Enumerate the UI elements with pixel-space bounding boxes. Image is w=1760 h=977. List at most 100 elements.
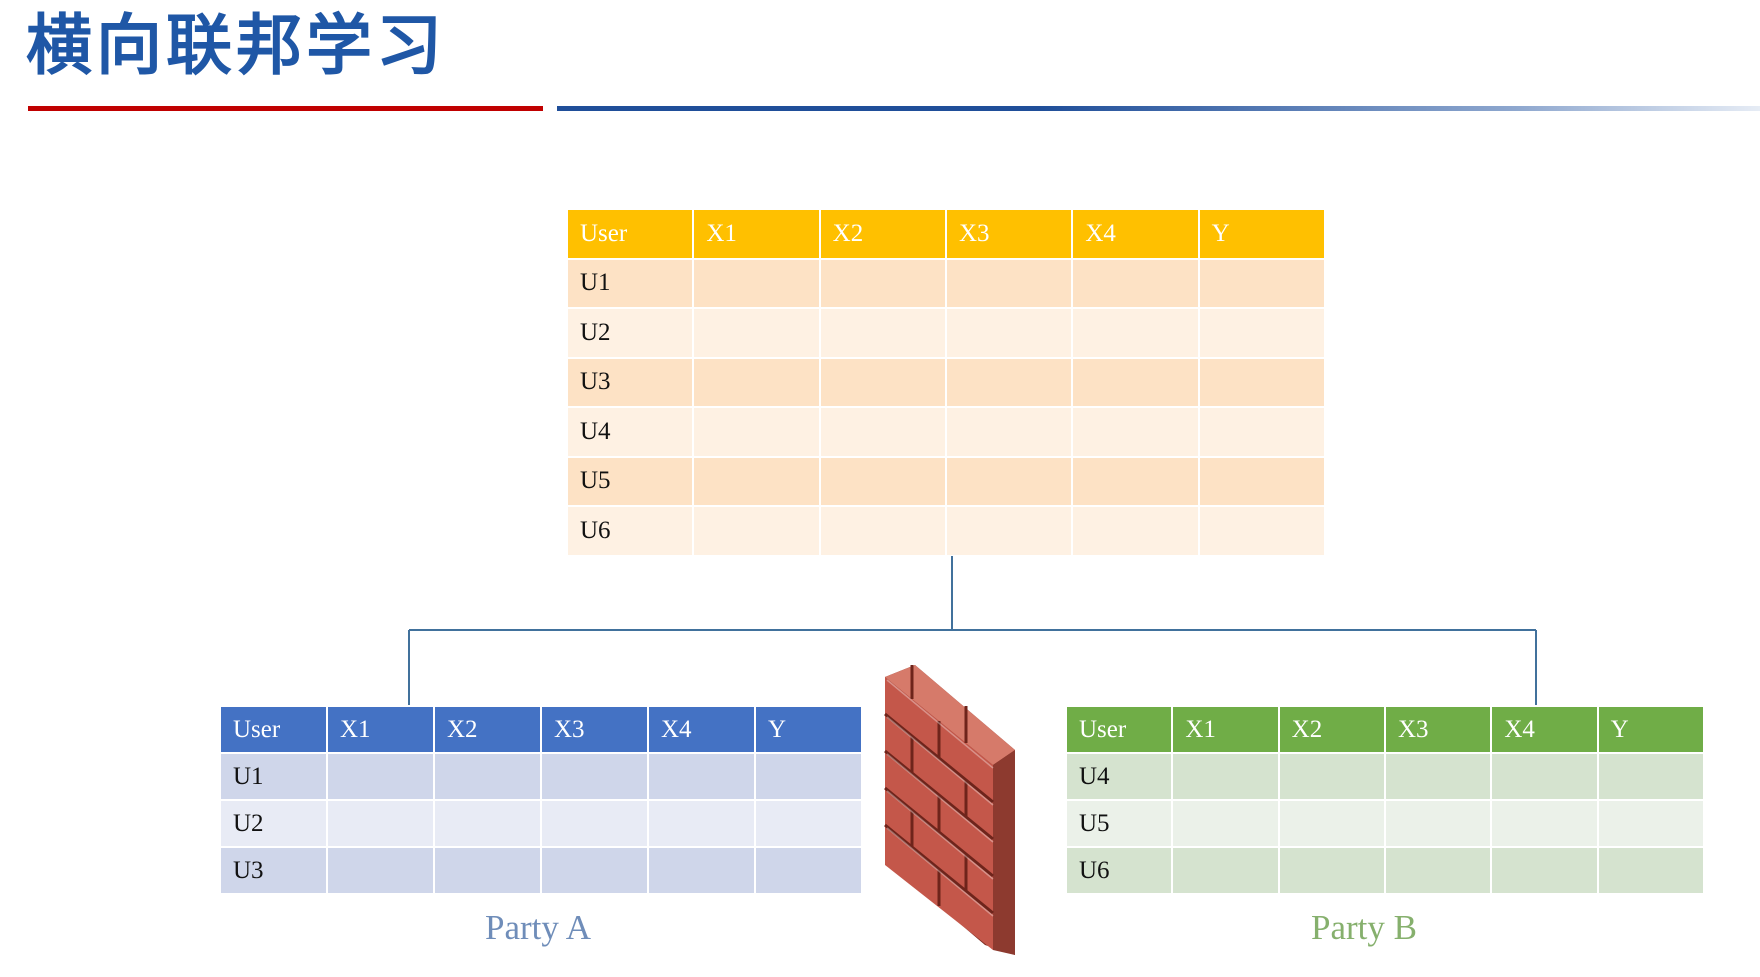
data-cell bbox=[435, 848, 540, 893]
data-cell bbox=[1173, 848, 1278, 893]
data-cell bbox=[1598, 801, 1703, 846]
data-cell bbox=[946, 507, 1072, 555]
user-id-cell: U3 bbox=[221, 848, 326, 893]
data-cell bbox=[1073, 259, 1198, 307]
data-cell bbox=[820, 259, 945, 307]
party-a-label: Party A bbox=[485, 908, 591, 947]
data-cell bbox=[1073, 507, 1198, 555]
column-header-x3: X3 bbox=[542, 707, 647, 752]
table-row: U6 bbox=[568, 507, 1324, 555]
user-id-cell: U5 bbox=[1067, 801, 1172, 846]
data-cell bbox=[946, 408, 1072, 456]
column-header-x2: X2 bbox=[435, 707, 540, 752]
data-cell bbox=[820, 309, 945, 357]
column-header-x4: X4 bbox=[1492, 707, 1597, 752]
data-cell bbox=[1073, 457, 1198, 505]
data-cell bbox=[1173, 801, 1278, 846]
user-id-cell: U6 bbox=[1067, 848, 1172, 893]
table-row: U3 bbox=[568, 358, 1324, 406]
data-cell bbox=[1199, 408, 1324, 456]
data-cell bbox=[1492, 848, 1597, 893]
data-cell bbox=[542, 848, 647, 893]
data-cell bbox=[1199, 457, 1324, 505]
data-cell bbox=[946, 457, 1072, 505]
table-row: U3 bbox=[221, 848, 861, 893]
table-header-row: User X1 X2 X3 X4 Y bbox=[568, 210, 1324, 258]
table-row: U5 bbox=[1067, 801, 1703, 846]
data-cell bbox=[1073, 309, 1198, 357]
data-cell bbox=[1073, 358, 1198, 406]
user-id-cell: U5 bbox=[568, 457, 693, 505]
data-cell bbox=[694, 507, 819, 555]
column-header-x1: X1 bbox=[1173, 707, 1278, 752]
data-cell bbox=[1598, 848, 1703, 893]
data-cell bbox=[542, 754, 647, 799]
data-cell bbox=[820, 507, 945, 555]
table-row: U4 bbox=[568, 408, 1324, 456]
data-cell bbox=[542, 801, 647, 846]
table-row: U2 bbox=[568, 309, 1324, 357]
brick-wall-icon bbox=[884, 665, 1015, 955]
data-cell bbox=[820, 358, 945, 406]
data-cell bbox=[820, 457, 945, 505]
column-header-x4: X4 bbox=[649, 707, 754, 752]
data-cell bbox=[946, 259, 1072, 307]
data-cell bbox=[328, 848, 433, 893]
data-cell bbox=[756, 754, 861, 799]
table-row: U2 bbox=[221, 801, 861, 846]
column-header-x1: X1 bbox=[328, 707, 433, 752]
table-row: U6 bbox=[1067, 848, 1703, 893]
party-b-label: Party B bbox=[1311, 908, 1417, 947]
data-cell bbox=[328, 754, 433, 799]
user-id-cell: U4 bbox=[1067, 754, 1172, 799]
column-header-user: User bbox=[221, 707, 326, 752]
column-header-x2: X2 bbox=[820, 210, 945, 258]
column-header-y: Y bbox=[756, 707, 861, 752]
data-cell bbox=[435, 754, 540, 799]
data-cell bbox=[1385, 848, 1491, 893]
data-cell bbox=[649, 754, 754, 799]
data-cell bbox=[946, 309, 1072, 357]
data-cell bbox=[820, 408, 945, 456]
data-cell bbox=[649, 801, 754, 846]
title-divider-red bbox=[28, 106, 543, 111]
data-cell bbox=[435, 801, 540, 846]
user-id-cell: U2 bbox=[221, 801, 326, 846]
page-title: 横向联邦学习 bbox=[26, 7, 446, 84]
data-cell bbox=[1199, 309, 1324, 357]
table-row: U1 bbox=[568, 259, 1324, 307]
data-cell bbox=[1279, 848, 1384, 893]
data-cell bbox=[1199, 358, 1324, 406]
data-cell bbox=[694, 259, 819, 307]
combined-data-table: User X1 X2 X3 X4 Y U1 U2 U3 U4 U5 U6 bbox=[566, 208, 1326, 557]
data-cell bbox=[1279, 801, 1384, 846]
data-cell bbox=[1598, 754, 1703, 799]
data-cell bbox=[1492, 754, 1597, 799]
data-cell bbox=[1199, 259, 1324, 307]
data-cell bbox=[1385, 754, 1491, 799]
column-header-user: User bbox=[1067, 707, 1172, 752]
table-header-row: User X1 X2 X3 X4 Y bbox=[221, 707, 861, 752]
table-row: U5 bbox=[568, 457, 1324, 505]
party-a-table: User X1 X2 X3 X4 Y U1 U2 U3 bbox=[219, 705, 863, 895]
user-id-cell: U2 bbox=[568, 309, 693, 357]
data-cell bbox=[694, 408, 819, 456]
user-id-cell: U6 bbox=[568, 507, 693, 555]
user-id-cell: U4 bbox=[568, 408, 693, 456]
column-header-x1: X1 bbox=[694, 210, 819, 258]
data-cell bbox=[946, 358, 1072, 406]
data-cell bbox=[1199, 507, 1324, 555]
column-header-x2: X2 bbox=[1279, 707, 1384, 752]
column-header-x3: X3 bbox=[1385, 707, 1491, 752]
data-cell bbox=[694, 457, 819, 505]
user-id-cell: U1 bbox=[221, 754, 326, 799]
user-id-cell: U3 bbox=[568, 358, 693, 406]
data-cell bbox=[328, 801, 433, 846]
title-divider-blue bbox=[557, 106, 1760, 111]
column-header-y: Y bbox=[1199, 210, 1324, 258]
user-id-cell: U1 bbox=[568, 259, 693, 307]
column-header-user: User bbox=[568, 210, 693, 258]
data-cell bbox=[694, 358, 819, 406]
table-row: U1 bbox=[221, 754, 861, 799]
